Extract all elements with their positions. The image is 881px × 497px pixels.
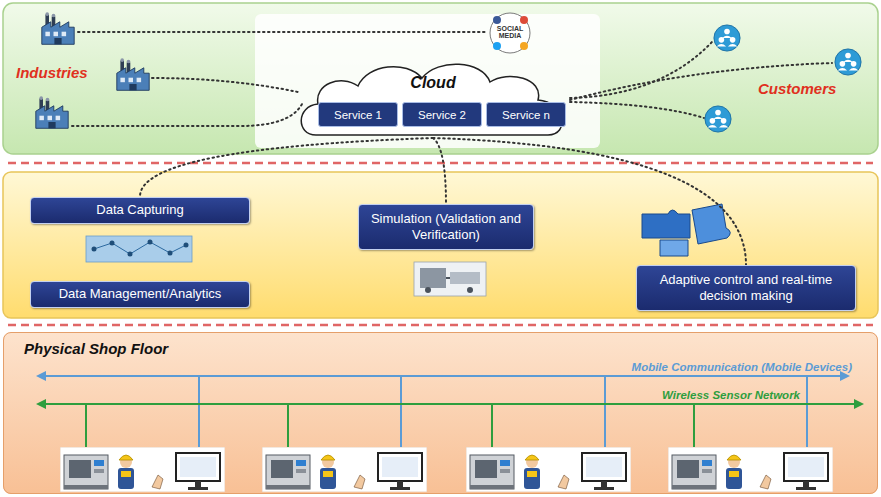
customer-icon	[835, 49, 861, 75]
service-layer-band	[3, 172, 878, 318]
group-label: Customers	[758, 80, 836, 97]
node-text: Physical Shop Floor	[24, 340, 168, 357]
service-box: Service 2	[402, 102, 482, 127]
service-box: Service n	[486, 102, 566, 127]
dotted-connector	[433, 138, 446, 204]
workstation-picture	[262, 447, 427, 492]
customer-icon	[705, 106, 731, 132]
node-text: Simulation (Validation and Verification)	[367, 211, 525, 244]
customer-icon	[714, 25, 740, 51]
node-text: Data Management/Analytics	[59, 286, 222, 302]
cloud-node: CloudService 1 Service 2 Service n	[296, 56, 570, 138]
process-box: Simulation (Validation and Verification)	[358, 204, 534, 250]
node-text: Service 2	[418, 109, 466, 121]
layer-separator	[8, 324, 873, 327]
mobile-communication-bus	[36, 371, 850, 453]
wireless-sensor-bus	[36, 399, 864, 455]
node-text: Data Capturing	[96, 202, 183, 218]
factory-icon	[36, 96, 68, 128]
factory-icon	[117, 58, 149, 90]
puzzle-picture	[642, 204, 730, 256]
bus-label: Mobile Communication (Mobile Devices)	[632, 361, 852, 373]
icon-label: SOCIAL MEDIA	[490, 25, 530, 40]
simulation-picture	[414, 262, 486, 296]
node-text: Service n	[502, 109, 550, 121]
process-box: Data Management/Analytics	[30, 281, 250, 308]
workstation-picture	[60, 447, 225, 492]
process-box: Data Capturing	[30, 197, 250, 224]
group-label: Industries	[16, 64, 88, 81]
node-text: Adaptive control and real-time decision …	[645, 272, 847, 305]
factory-icon	[42, 12, 74, 44]
workstation-picture	[668, 447, 833, 492]
network-picture	[86, 236, 192, 262]
process-box: Adaptive control and real-time decision …	[636, 265, 856, 311]
shop-floor-band: Physical Shop Floor	[3, 332, 878, 494]
cloud-layer-band	[3, 3, 878, 154]
bus-label: Wireless Sensor Network	[662, 389, 800, 401]
node-text: Service 1	[334, 109, 382, 121]
service-box: Service 1	[318, 102, 398, 127]
layer-separator	[8, 162, 873, 165]
dotted-connector	[140, 138, 433, 197]
node-text: Cloud	[296, 74, 570, 92]
workstation-picture	[466, 447, 631, 492]
social-media-icon	[490, 13, 530, 53]
shop-floor-fill	[3, 332, 878, 494]
